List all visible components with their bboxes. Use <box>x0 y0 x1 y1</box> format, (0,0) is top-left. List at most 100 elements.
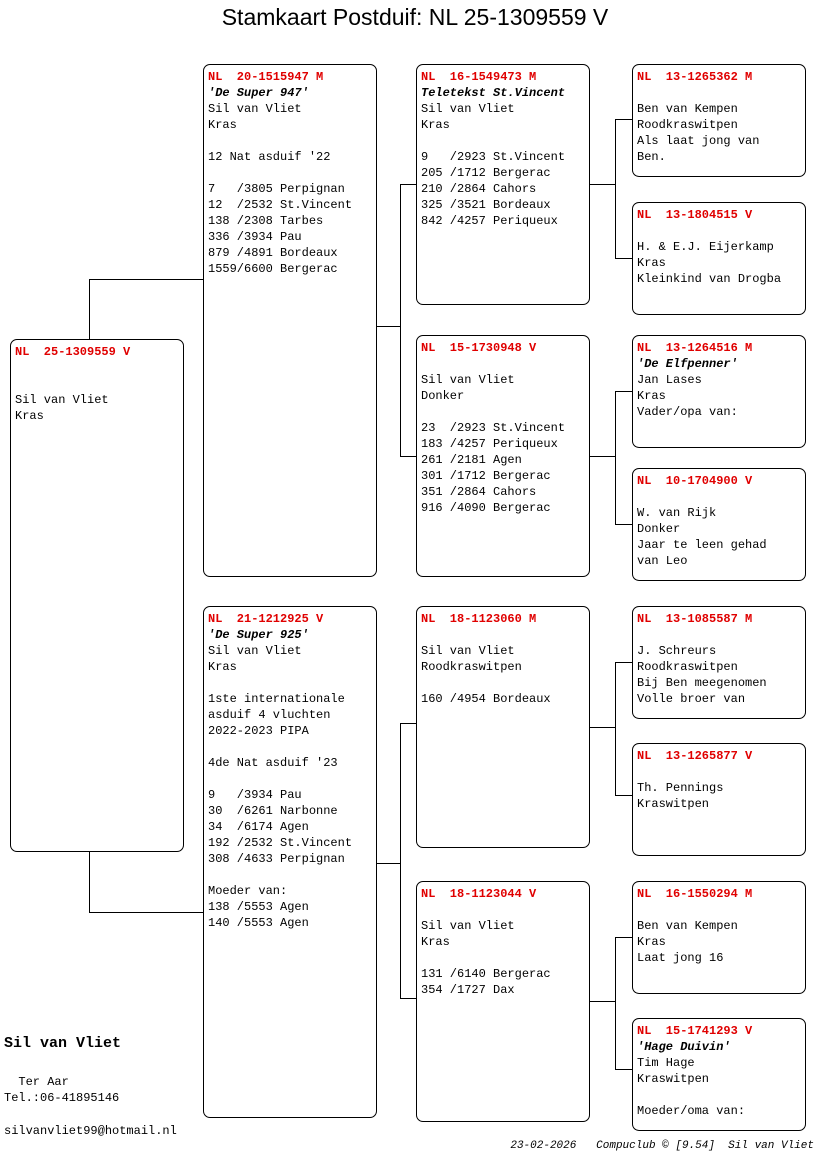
owner-email: silvanvliet99@hotmail.nl <box>4 1124 177 1138</box>
card-line: 138 /5553 Agen <box>208 900 309 914</box>
pigeon-name <box>637 223 805 239</box>
card-line: Roodkraswitpen <box>637 118 738 132</box>
card-line: 916 /4090 Bergerac <box>421 501 551 515</box>
card-line <box>421 133 589 149</box>
card-line: Volle broer van <box>637 692 746 706</box>
card-line: Kraswitpen <box>637 1072 710 1086</box>
connector-line <box>589 1001 615 1002</box>
card-line: Th. Pennings <box>637 781 724 795</box>
card-line: 308 /4633 Perpignan <box>208 852 345 866</box>
card-line: 210 /2864 Cahors <box>421 182 537 196</box>
page-title: Stamkaart Postduif: NL 25-1309559 V <box>221 4 609 30</box>
card-line: Laat jong 16 <box>637 951 724 965</box>
card-line: Tim Hage <box>637 1056 695 1070</box>
pigeon-name <box>637 627 805 643</box>
card-line: 23 /2923 St.Vincent <box>421 421 566 435</box>
pigeon-name <box>15 360 183 376</box>
card-line: 1ste internationale <box>208 692 345 706</box>
card-line: 140 /5553 Agen <box>208 916 309 930</box>
connector-line <box>400 723 416 724</box>
card-line: Kras <box>637 256 666 270</box>
card-line: Kras <box>208 118 237 132</box>
card-line: 2022-2023 PIPA <box>208 724 309 738</box>
card-line <box>208 675 376 691</box>
card-line: Sil van Vliet <box>421 919 515 933</box>
card-line: Kras <box>637 389 666 403</box>
card-line: 879 /4891 Bordeaux <box>208 246 338 260</box>
card-line: Moeder van: <box>208 884 288 898</box>
pigeon-name <box>421 902 589 918</box>
ring-number: NL 21-1212925 V <box>208 612 324 626</box>
card-line: W. van Rijk <box>637 506 717 520</box>
ring-number: NL 13-1265877 V <box>637 749 753 763</box>
card-line: Sil van Vliet <box>208 102 302 116</box>
card-line <box>637 1087 805 1103</box>
card-line: 354 /1727 Dax <box>421 983 515 997</box>
card-line: 9 /2923 St.Vincent <box>421 150 566 164</box>
pigeon-card-dam[interactable]: NL 21-1212925 V 'De Super 925' Sil van Vli… <box>203 606 377 1118</box>
card-line <box>208 739 376 755</box>
pigeon-card-sire[interactable]: NL 20-1515947 M'De Super 947'Sil van Vli… <box>203 64 377 577</box>
ring-number: NL 25-1309559 V <box>15 345 131 359</box>
card-line: 261 /2181 Agen <box>421 453 522 467</box>
card-line: Kras <box>421 935 450 949</box>
ring-number: NL 13-1265362 M <box>637 70 753 84</box>
pigeon-name: 'De Super 947' <box>208 86 309 100</box>
pigeon-name: 'De Super 925' <box>208 628 309 642</box>
card-line: 9 /3934 Pau <box>208 788 302 802</box>
ring-number: NL 16-1550294 M <box>637 887 753 901</box>
owner-name: Sil van Vliet <box>4 1035 122 1052</box>
card-line: J. Schreurs <box>637 644 717 658</box>
card-line <box>208 771 376 787</box>
ring-number: NL 10-1704900 V <box>637 474 753 488</box>
card-line: Roodkraswitpen <box>421 660 522 674</box>
card-line: 1559/6600 Bergerac <box>208 262 338 276</box>
card-line: 138 /2308 Tarbes <box>208 214 324 228</box>
pigeon-name <box>637 902 805 918</box>
card-line: 12 /2532 St.Vincent <box>208 198 353 212</box>
card-line: Ben van Kempen <box>637 102 738 116</box>
card-line: Kras <box>637 935 666 949</box>
connector-line <box>400 184 401 457</box>
card-line: Jan Lases <box>637 373 702 387</box>
connector-line <box>615 795 632 796</box>
card-line: Kraswitpen <box>637 797 710 811</box>
connector-line <box>89 279 203 280</box>
connector-line <box>589 727 615 728</box>
connector-line <box>615 391 632 392</box>
card-line: 183 /4257 Periqueux <box>421 437 558 451</box>
card-line: Sil van Vliet <box>15 393 109 407</box>
pigeon-name: 'De Elfpenner' <box>637 357 738 371</box>
pigeon-name <box>637 489 805 505</box>
connector-line <box>589 184 615 185</box>
connector-line <box>615 119 632 120</box>
card-line: Jaar te leen gehad <box>637 538 767 552</box>
connector-line <box>400 456 416 457</box>
card-line: 30 /6261 Narbonne <box>208 804 338 818</box>
pigeon-name <box>637 764 805 780</box>
card-line: Kras <box>208 660 237 674</box>
card-line: 4de Nat asduif '23 <box>208 756 338 770</box>
card-line: Sil van Vliet <box>208 644 302 658</box>
card-line: 351 /2864 Cahors <box>421 485 537 499</box>
connector-line <box>89 279 90 339</box>
connector-line <box>615 524 632 525</box>
card-line: 301 /1712 Bergerac <box>421 469 551 483</box>
card-line: Vader/opa van: <box>637 405 738 419</box>
connector-line <box>400 723 401 999</box>
card-line: H. & E.J. Eijerkamp <box>637 240 774 254</box>
card-line: Ben. <box>637 150 666 164</box>
